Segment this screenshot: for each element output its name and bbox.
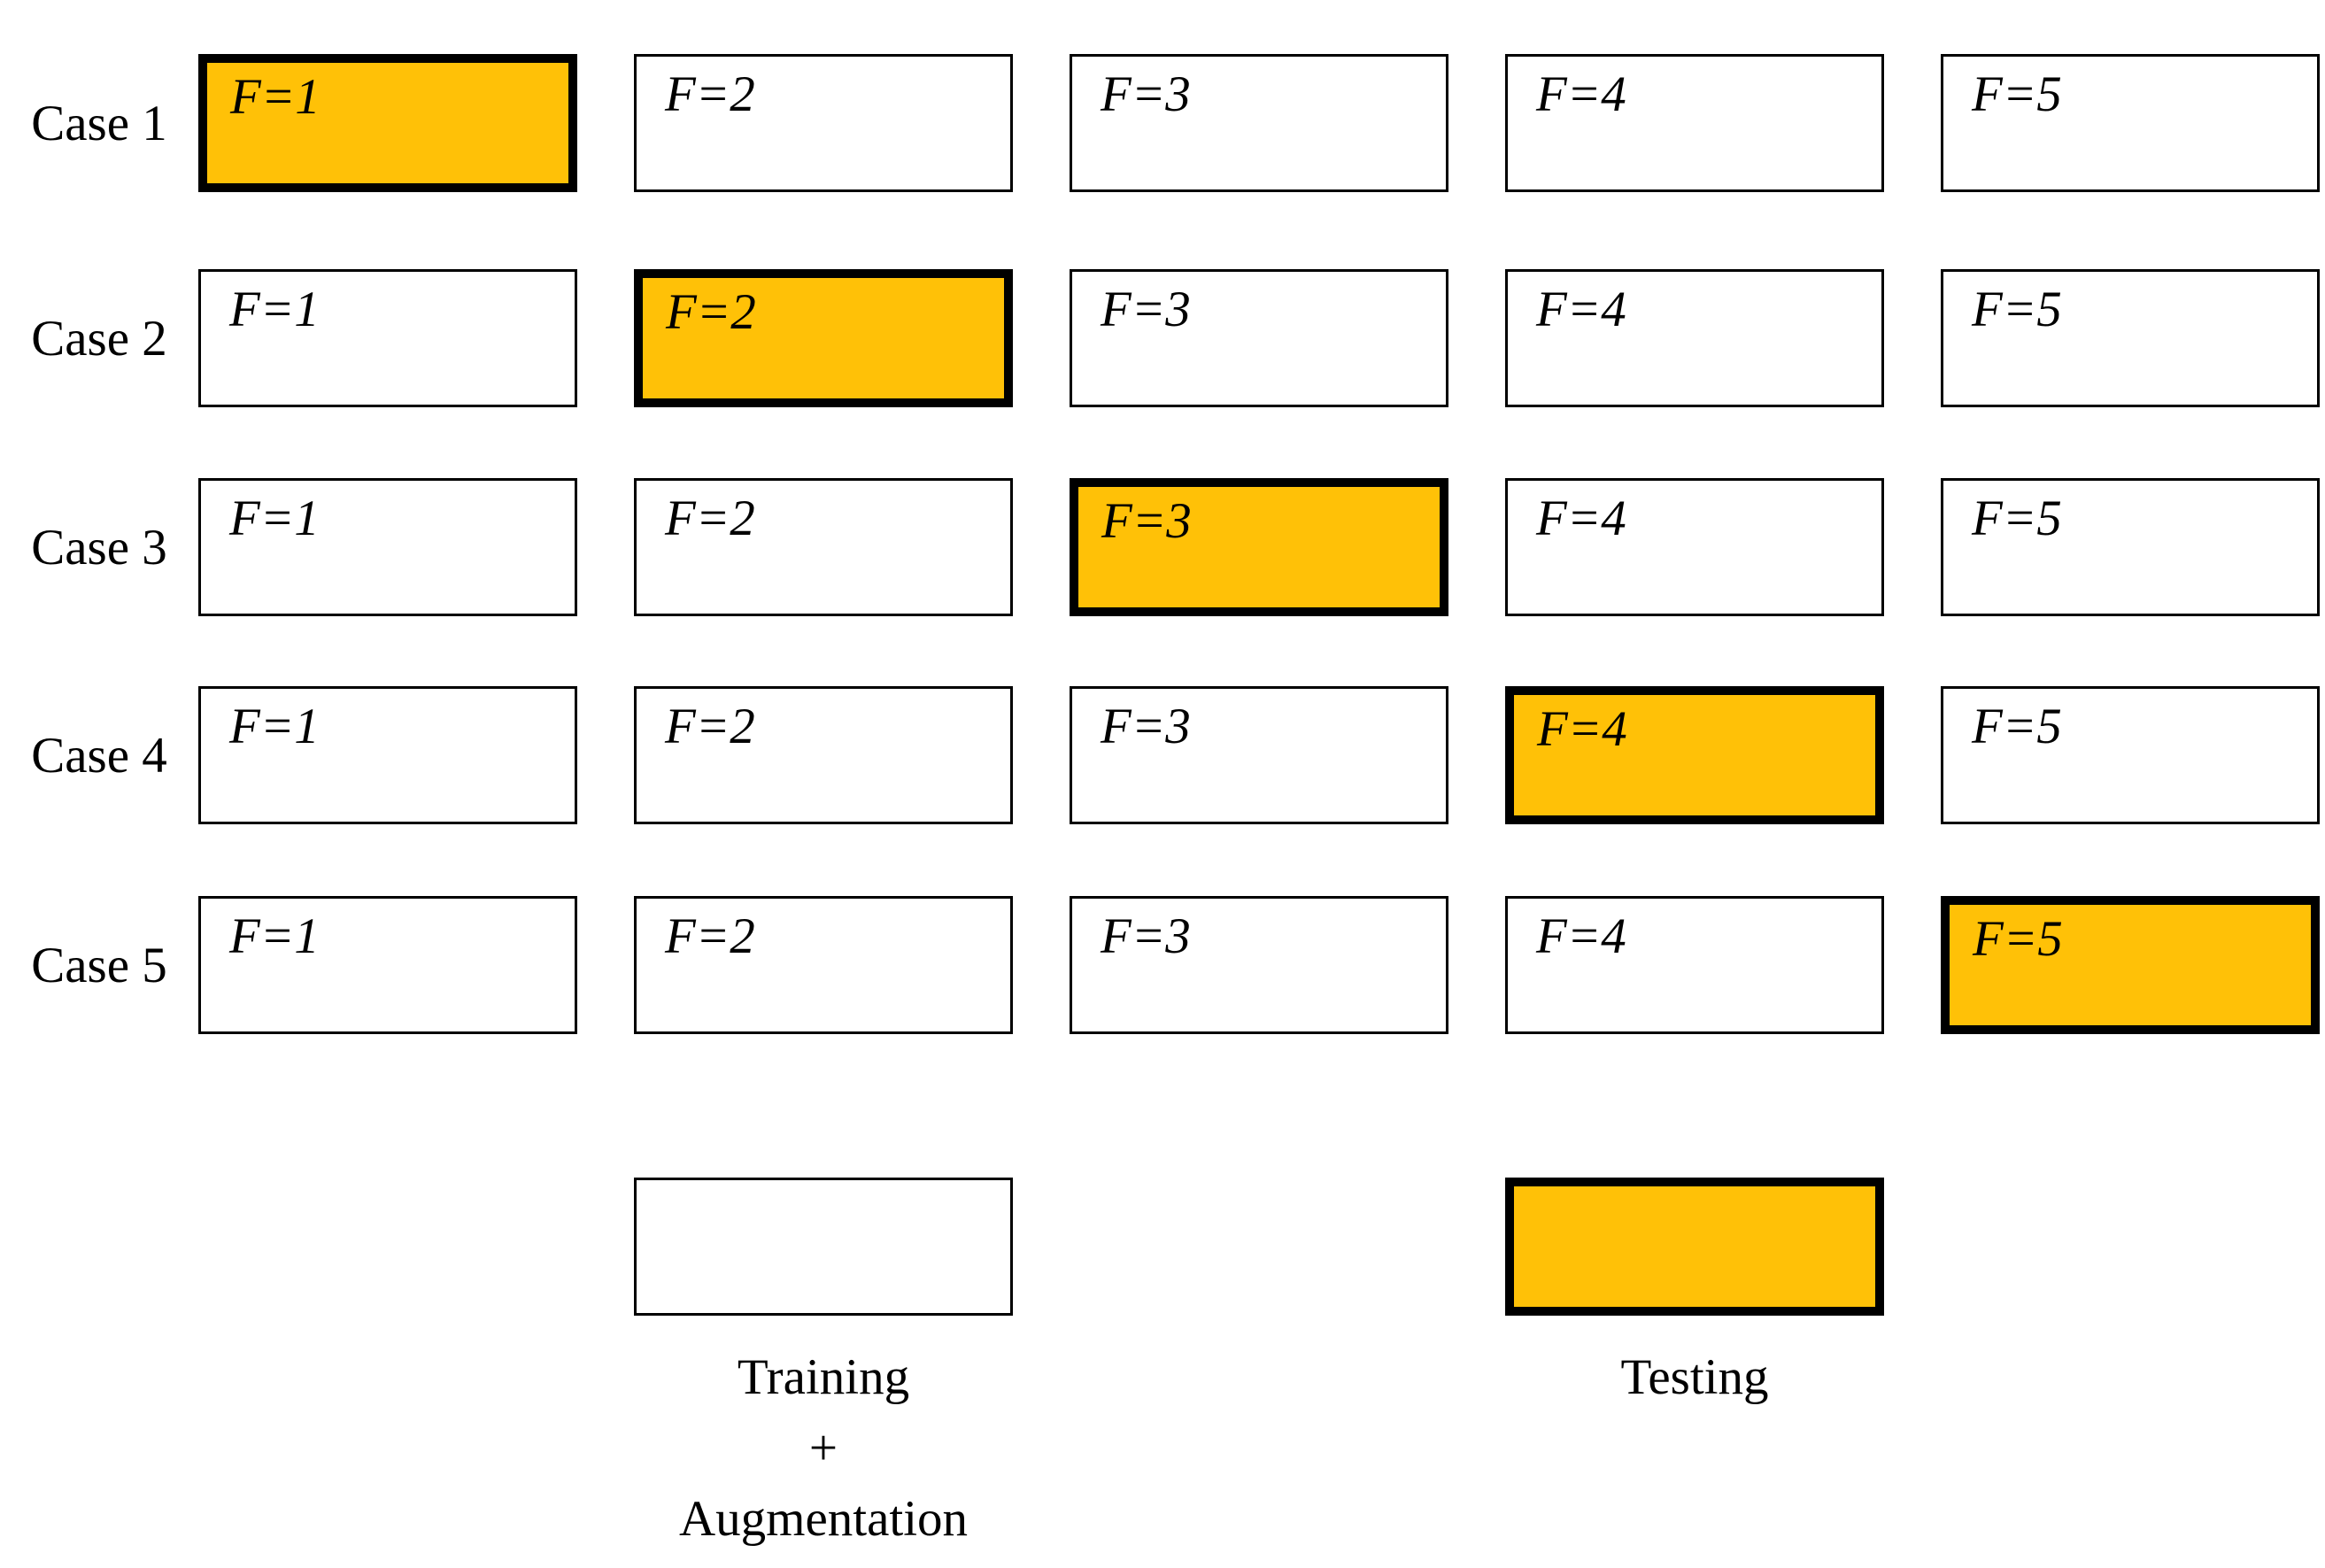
fold-label: F=2 bbox=[665, 490, 755, 546]
fold-label: F=4 bbox=[1537, 701, 1627, 757]
case-row-5: Case 5 F=1 F=2 F=3 F=4 F=5 bbox=[0, 896, 2325, 1034]
fold-label: F=4 bbox=[1536, 908, 1626, 964]
fold-label: F=1 bbox=[229, 908, 320, 964]
fold-label: F=5 bbox=[1972, 282, 2062, 337]
fold-label: F=4 bbox=[1536, 66, 1626, 122]
fold-box-test: F=5 bbox=[1941, 896, 2320, 1034]
fold-box-train: F=2 bbox=[634, 686, 1013, 824]
fold-box-train: F=1 bbox=[198, 478, 577, 616]
case-label: Case 4 bbox=[31, 727, 167, 784]
fold-box-train: F=5 bbox=[1941, 478, 2320, 616]
fold-label: F=5 bbox=[1973, 911, 2063, 967]
fold-box-test: F=3 bbox=[1070, 478, 1448, 616]
fold-label: F=4 bbox=[1536, 490, 1626, 546]
fold-box-test: F=4 bbox=[1505, 686, 1884, 824]
fold-box-train: F=3 bbox=[1070, 896, 1448, 1034]
fold-label: F=1 bbox=[229, 282, 320, 337]
fold-box-train: F=5 bbox=[1941, 54, 2320, 192]
case-label: Case 2 bbox=[31, 310, 167, 367]
fold-box-test: F=2 bbox=[634, 269, 1013, 407]
fold-box-train: F=4 bbox=[1505, 54, 1884, 192]
fold-box-train: F=4 bbox=[1505, 478, 1884, 616]
fold-box-train: F=1 bbox=[198, 686, 577, 824]
legend-training-line: Training bbox=[737, 1349, 910, 1405]
fold-label: F=3 bbox=[1101, 699, 1191, 754]
case-row-1: Case 1 F=1 F=2 F=3 F=4 F=5 bbox=[0, 54, 2325, 192]
fold-label: F=2 bbox=[665, 66, 755, 122]
fold-box-train: F=4 bbox=[1505, 896, 1884, 1034]
fold-label: F=2 bbox=[666, 284, 756, 340]
fold-box-train: F=1 bbox=[198, 269, 577, 407]
legend-testing-label: Testing bbox=[1620, 1349, 1769, 1405]
fold-label: F=1 bbox=[229, 699, 320, 754]
case-row-3: Case 3 F=1 F=2 F=3 F=4 F=5 bbox=[0, 478, 2325, 616]
fold-box-train: F=1 bbox=[198, 896, 577, 1034]
fold-box-train: F=3 bbox=[1070, 686, 1448, 824]
fold-box-train: F=2 bbox=[634, 54, 1013, 192]
fold-label: F=2 bbox=[665, 908, 755, 964]
fold-box-train: F=3 bbox=[1070, 269, 1448, 407]
fold-label: F=3 bbox=[1101, 282, 1191, 337]
fold-box-train: F=3 bbox=[1070, 54, 1448, 192]
fold-label: F=3 bbox=[1101, 493, 1192, 549]
fold-label: F=3 bbox=[1101, 66, 1191, 122]
fold-label: F=5 bbox=[1972, 66, 2062, 122]
legend-training-label: Training + Augmentation bbox=[558, 1342, 1089, 1555]
fold-box-test: F=1 bbox=[198, 54, 577, 192]
fold-label: F=5 bbox=[1972, 490, 2062, 546]
legend-training-line: + bbox=[808, 1420, 838, 1476]
fold-label: F=4 bbox=[1536, 282, 1626, 337]
fold-label: F=1 bbox=[229, 490, 320, 546]
legend-training-line: Augmentation bbox=[678, 1491, 969, 1547]
fold-box-train: F=2 bbox=[634, 478, 1013, 616]
fold-box-train: F=5 bbox=[1941, 686, 2320, 824]
fold-box-train: F=4 bbox=[1505, 269, 1884, 407]
case-row-2: Case 2 F=1 F=2 F=3 F=4 F=5 bbox=[0, 269, 2325, 407]
case-label: Case 5 bbox=[31, 937, 167, 993]
legend-training-box bbox=[634, 1178, 1013, 1316]
fold-box-train: F=2 bbox=[634, 896, 1013, 1034]
fold-box-train: F=5 bbox=[1941, 269, 2320, 407]
case-label: Case 3 bbox=[31, 519, 167, 575]
case-row-4: Case 4 F=1 F=2 F=3 F=4 F=5 bbox=[0, 686, 2325, 824]
case-label: Case 1 bbox=[31, 95, 167, 151]
legend-testing-box bbox=[1505, 1178, 1884, 1316]
fold-label: F=1 bbox=[230, 69, 321, 125]
fold-label: F=5 bbox=[1972, 699, 2062, 754]
fold-label: F=2 bbox=[665, 699, 755, 754]
fold-label: F=3 bbox=[1101, 908, 1191, 964]
